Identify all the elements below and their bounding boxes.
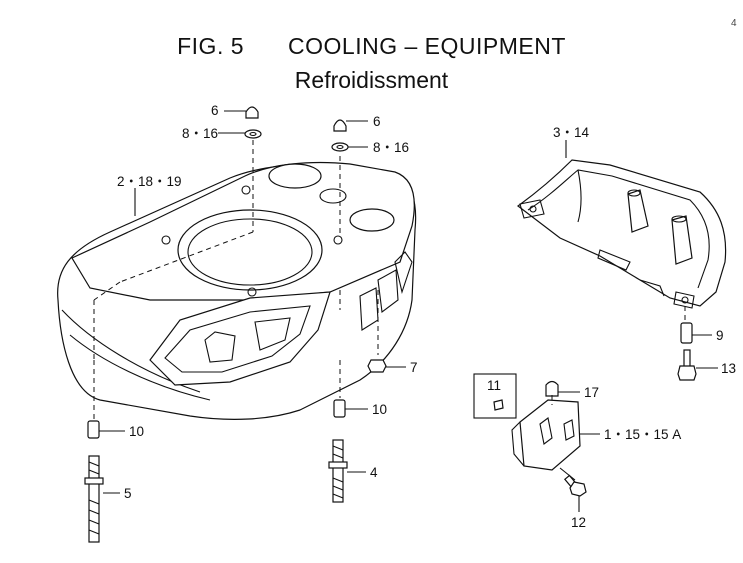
callout-13: 13 — [721, 361, 736, 376]
callout-4: 4 — [370, 465, 378, 480]
cap-nut-6-left — [224, 106, 259, 119]
assembly-lines — [93, 140, 379, 360]
cap-nut-6-right — [333, 119, 368, 132]
bolt-13 — [677, 349, 718, 381]
callout-3-14: 3・14 — [553, 125, 590, 140]
callout-5: 5 — [124, 486, 132, 501]
callout-17: 17 — [584, 385, 599, 400]
figure-subtitle: Refroidissment — [294, 67, 449, 93]
callout-8-16-left: 8・16 — [182, 126, 218, 141]
stud-bolt-4 — [328, 360, 366, 503]
callout-6-left: 6 — [211, 103, 219, 118]
callout-12: 12 — [571, 515, 586, 530]
callout-6-right: 6 — [373, 114, 381, 129]
clip-17 — [545, 380, 580, 397]
spacer-9 — [680, 322, 712, 344]
callout-7: 7 — [410, 360, 418, 375]
callout-10-right: 10 — [372, 402, 387, 417]
callout-1-15-15a: 1・15・15 A — [604, 427, 681, 442]
callout-11: 11 — [487, 378, 501, 393]
nut-7 — [367, 359, 406, 373]
figure-title: FIG. 5 COOLING – EQUIPMENT — [0, 33, 743, 60]
callout-9: 9 — [716, 328, 724, 343]
washer-8-16-right — [331, 142, 368, 152]
bracket-1 — [511, 395, 600, 471]
stud-bolt-5 — [84, 360, 120, 543]
washer-8-16-left — [218, 129, 262, 139]
page-corner-mark: 4 — [731, 18, 737, 29]
callout-10-left: 10 — [129, 424, 144, 439]
clip-box-11 — [473, 373, 517, 419]
callout-8-16-right: 8・16 — [373, 140, 409, 155]
spacer-10-right — [333, 399, 368, 418]
bolt-12 — [559, 467, 587, 512]
callout-2-18-19: 2・18・19 — [117, 174, 182, 189]
main-shroud — [57, 161, 417, 420]
figure-name: COOLING – EQUIPMENT — [288, 33, 566, 59]
figure-number: FIG. 5 — [177, 33, 245, 59]
side-shroud — [516, 159, 727, 322]
spacer-10-left — [87, 420, 125, 439]
leader-lines — [134, 140, 567, 216]
